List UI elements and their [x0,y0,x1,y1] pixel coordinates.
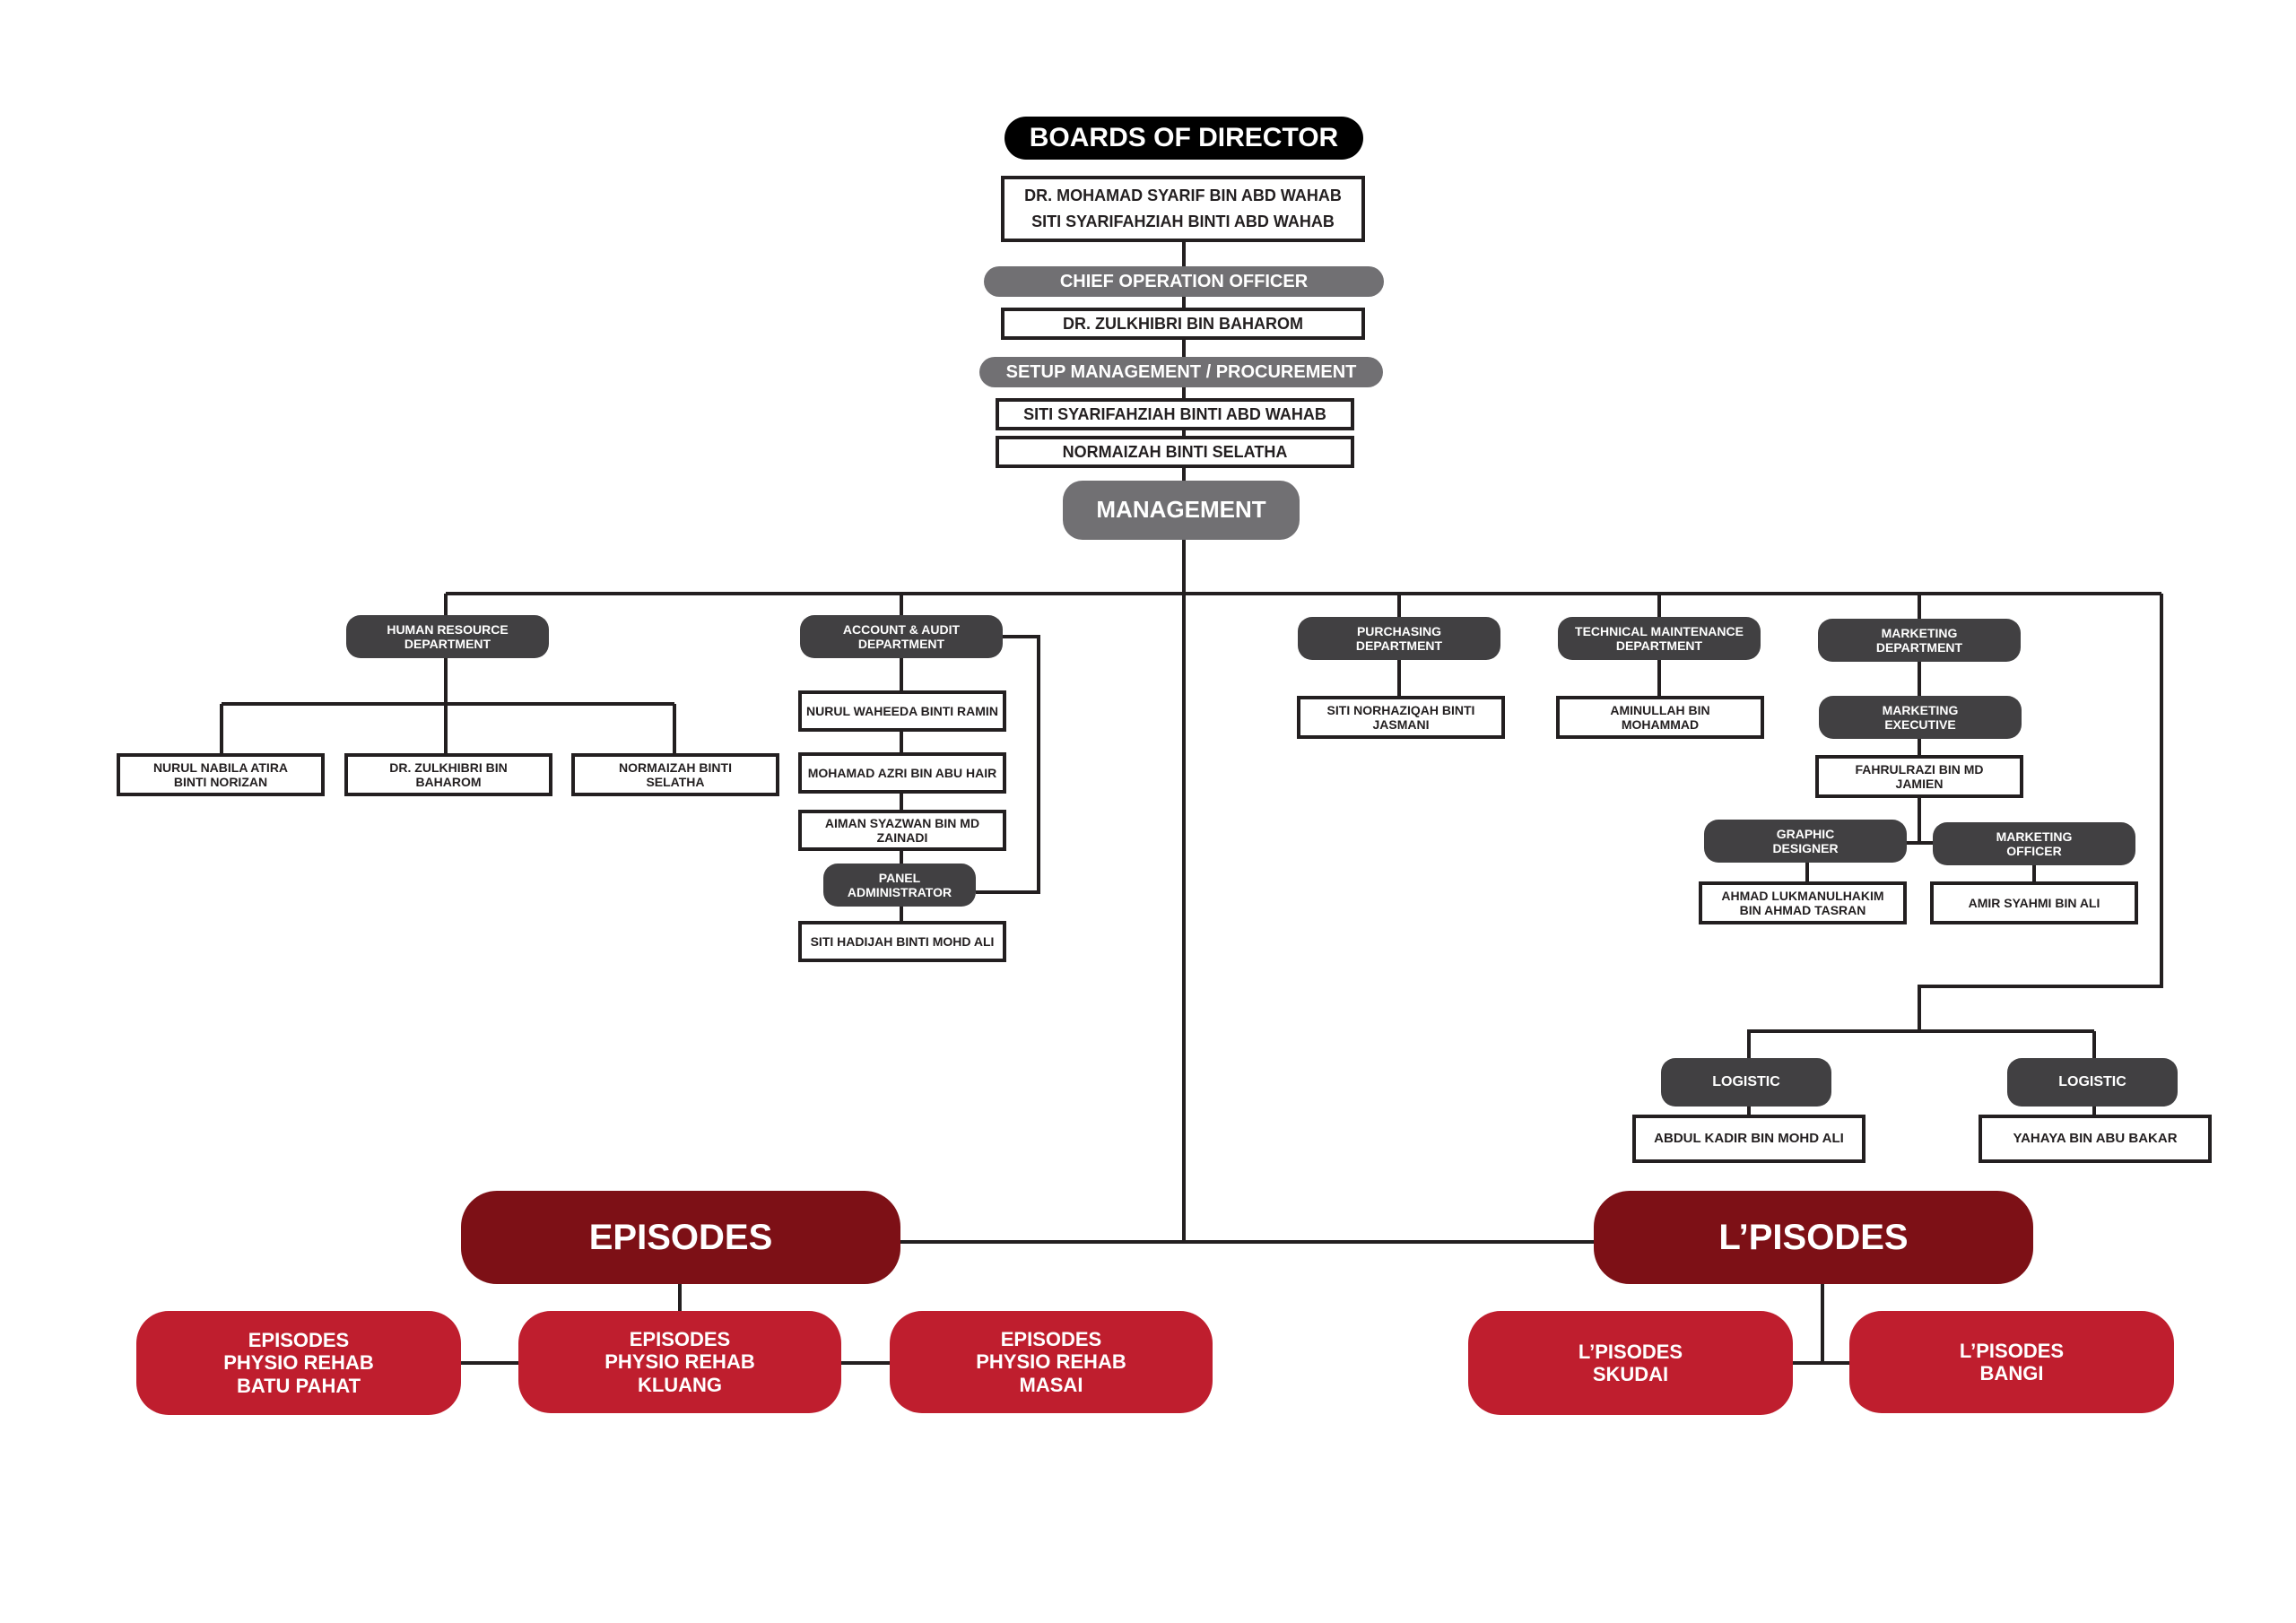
hr-member: NORMAIZAH BINTI SELATHA [571,753,779,796]
episodes-branch: EPISODES PHYSIO REHAB KLUANG [518,1311,841,1413]
marketing-department: MARKETING DEPARTMENT [1818,619,2021,662]
setup-member: SITI SYARIFAHZIAH BINTI ABD WAHAB [996,398,1354,430]
board-member: DR. MOHAMAD SYARIF BIN ABD WAHAB [1024,187,1342,205]
hr-member: DR. ZULKHIBRI BIN BAHAROM [344,753,552,796]
marketing-officer-member: AMIR SYAHMI BIN ALI [1930,881,2138,924]
logistic-member: YAHAYA BIN ABU BAKAR [1979,1115,2212,1163]
line-logistic-branch [1747,594,2163,1058]
management-title: MANAGEMENT [1063,481,1300,540]
line-acc-panel [976,635,1040,894]
technical-department: TECHNICAL MAINTENANCE DEPARTMENT [1558,617,1761,660]
graphic-designer: GRAPHIC DESIGNER [1704,820,1907,863]
marketing-executive-member: FAHRULRAZI BIN MD JAMIEN [1815,755,2023,798]
account-department: ACCOUNT & AUDIT DEPARTMENT [800,615,1003,658]
board-member: SITI SYARIFAHZIAH BINTI ABD WAHAB [1031,213,1335,230]
account-member: NURUL WAHEEDA BINTI RAMIN [798,690,1006,732]
account-member: MOHAMAD AZRI BIN ABU HAIR [798,752,1006,794]
coo-member: DR. ZULKHIBRI BIN BAHAROM [1001,308,1365,340]
board-title: BOARDS OF DIRECTOR [1004,117,1363,160]
episodes-brand: EPISODES [461,1191,900,1284]
board-members-box: DR. MOHAMAD SYARIF BIN ABD WAHAB SITI SY… [1001,176,1365,242]
technical-member: AMINULLAH BIN MOHAMMAD [1556,696,1764,739]
panel-administrator: PANEL ADMINISTRATOR [823,864,976,907]
setup-title: SETUP MANAGEMENT / PROCUREMENT [979,357,1383,387]
logistic-title: LOGISTIC [1661,1058,1831,1107]
purchasing-department: PURCHASING DEPARTMENT [1298,617,1500,660]
episodes-branch: EPISODES PHYSIO REHAB MASAI [890,1311,1213,1413]
logistic-member: ABDUL KADIR BIN MOHD ALI [1632,1115,1866,1163]
logistic-title: LOGISTIC [2007,1058,2178,1107]
coo-title: CHIEF OPERATION OFFICER [984,266,1384,297]
graphic-designer-member: AHMAD LUKMANULHAKIM BIN AHMAD TASRAN [1699,881,1907,924]
setup-member: NORMAIZAH BINTI SELATHA [996,436,1354,468]
hr-member: NURUL NABILA ATIRA BINTI NORIZAN [117,753,325,796]
marketing-officer: MARKETING OFFICER [1933,822,2135,865]
panel-member: SITI HADIJAH BINTI MOHD ALI [798,921,1006,962]
lpisodes-branch: L’PISODES BANGI [1849,1311,2174,1413]
purchasing-member: SITI NORHAZIQAH BINTI JASMANI [1297,696,1505,739]
account-member: AIMAN SYAZWAN BIN MD ZAINADI [798,810,1006,851]
episodes-branch: EPISODES PHYSIO REHAB BATU PAHAT [136,1311,461,1415]
marketing-executive: MARKETING EXECUTIVE [1819,696,2022,739]
lpisodes-brand: L’PISODES [1594,1191,2033,1284]
lpisodes-branch: L’PISODES SKUDAI [1468,1311,1793,1415]
hr-department: HUMAN RESOURCE DEPARTMENT [346,615,549,658]
